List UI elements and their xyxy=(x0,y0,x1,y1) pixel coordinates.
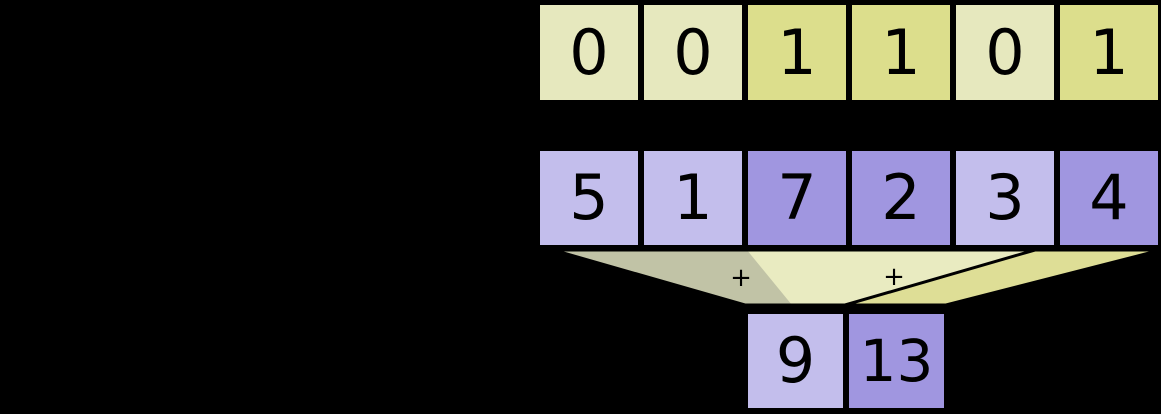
result-cell-0-value: 9 xyxy=(775,324,816,397)
value-cell-2: 7 xyxy=(745,148,849,248)
flag-cell-3: 1 xyxy=(849,2,953,103)
value-cell-3: 2 xyxy=(849,148,953,248)
value-cell-5: 4 xyxy=(1057,148,1161,248)
flag-cell-2-value: 1 xyxy=(777,15,817,89)
flag-cell-1-value: 0 xyxy=(673,15,713,89)
operation-plus-left: + xyxy=(730,263,752,293)
flag-cell-4-value: 0 xyxy=(985,15,1025,89)
flag-cell-0-value: 0 xyxy=(569,15,609,89)
value-cell-4: 3 xyxy=(953,148,1057,248)
value-cell-4-value: 3 xyxy=(985,161,1025,234)
operation-plus-right: + xyxy=(883,262,905,292)
result-cell-1: 13 xyxy=(846,311,947,411)
flag-cell-1: 0 xyxy=(641,2,745,103)
value-cell-0: 5 xyxy=(537,148,641,248)
value-cell-1: 1 xyxy=(641,148,745,248)
value-cell-0-value: 5 xyxy=(569,161,609,234)
result-cell-1-value: 13 xyxy=(859,327,934,395)
flag-cell-5-value: 1 xyxy=(1089,15,1129,89)
funnel-right-shape xyxy=(741,248,1161,307)
funnel-left-shape xyxy=(552,248,1036,307)
value-cell-1-value: 1 xyxy=(673,161,713,234)
value-cell-2-value: 7 xyxy=(777,161,817,234)
flag-cell-2: 1 xyxy=(745,2,849,103)
value-cell-3-value: 2 xyxy=(881,161,921,234)
value-cell-5-value: 4 xyxy=(1089,161,1129,234)
flag-cell-5: 1 xyxy=(1057,2,1161,103)
result-cell-0: 9 xyxy=(745,311,846,411)
flag-cell-4: 0 xyxy=(953,2,1057,103)
flag-cell-0: 0 xyxy=(537,2,641,103)
flag-cell-3-value: 1 xyxy=(881,15,921,89)
